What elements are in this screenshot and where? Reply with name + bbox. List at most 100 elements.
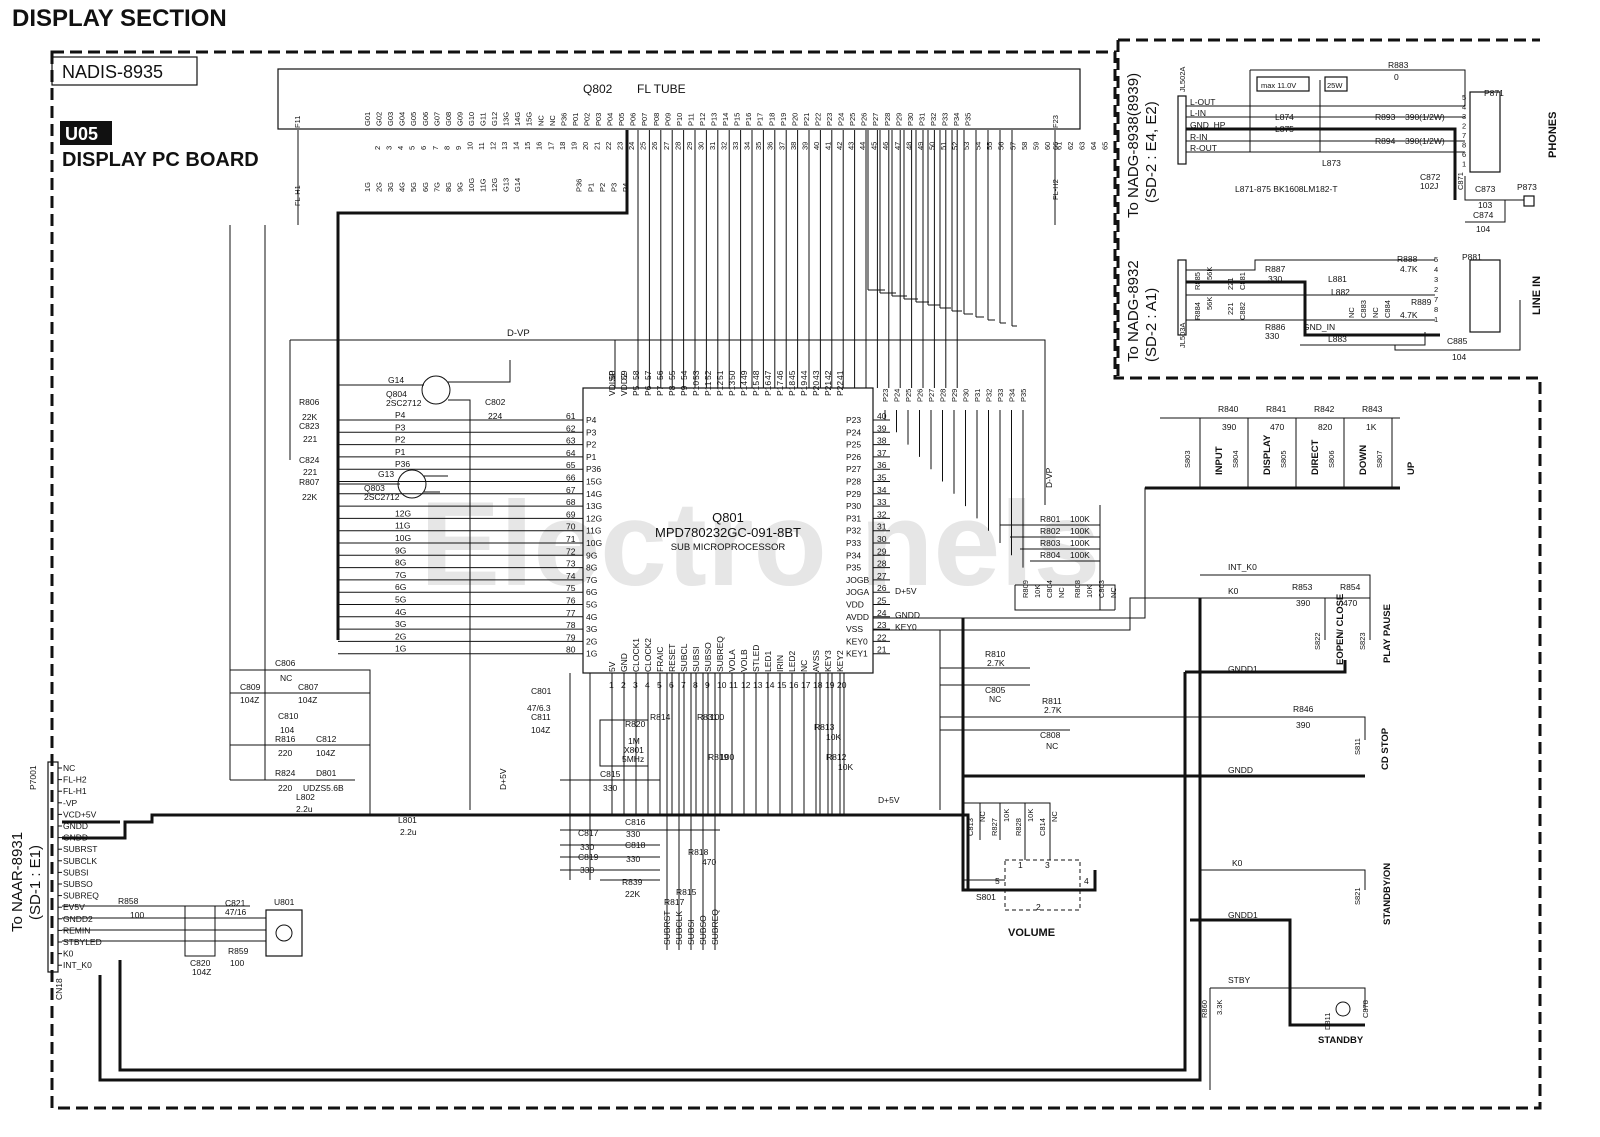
svg-text:221: 221 (1226, 277, 1235, 290)
mcu-right-pin-number: 22 (877, 632, 887, 642)
phones-jack-pin: 2 (1462, 122, 1466, 131)
mcu-bottom-pin-number: 14 (765, 680, 775, 690)
tube-pin-number: 6 (419, 146, 428, 150)
right-nets: INT_K0 K0 GNDD1 GNDD K0 GNDD1 STBY (1228, 562, 1258, 985)
mcu-bottom-pin: STLED (751, 645, 761, 672)
volume-switch[interactable] (1004, 859, 1081, 911)
connector-pin-label: VCD+5V (63, 809, 97, 819)
left-bus-label: 4G (395, 607, 406, 617)
tube-pin-number: 40 (812, 142, 821, 150)
svg-text:10K: 10K (1002, 809, 1011, 822)
right-bus-label: P24 (893, 389, 902, 402)
tube-pin-number: 35 (754, 142, 763, 150)
mcu-right-pin: P35 (846, 563, 861, 573)
u801-led-icon (275, 924, 293, 942)
switch-resistor-val: 470 (1270, 422, 1284, 432)
svg-text:R853: R853 (1292, 582, 1313, 592)
mcu-bottom-pin: AVSS (811, 650, 821, 672)
mcu-right-pin: JOGB (846, 575, 869, 585)
svg-text:10K: 10K (1085, 585, 1094, 598)
mcu-left-pin-number: 68 (566, 497, 576, 507)
tube-pin-label: NC (536, 115, 545, 126)
p873-terminal (1523, 195, 1535, 207)
svg-text:C813: C813 (966, 818, 975, 836)
svg-text:R859: R859 (228, 946, 249, 956)
tube-pin-label: P15 (733, 113, 742, 126)
tube-pin-number: 41 (823, 142, 832, 150)
tube-pin-number: 64 (1089, 142, 1098, 150)
mcu-bottom-pin-number: 20 (837, 680, 847, 690)
svg-text:C808: C808 (1040, 730, 1061, 740)
svg-text:PLAY PAUSE: PLAY PAUSE (1382, 604, 1393, 663)
switch-resistor-ref: R840 (1218, 404, 1239, 414)
tube-pin-number: 18 (558, 142, 567, 150)
mcu-bottom-pin: FRAIC (655, 647, 665, 673)
mcu-left-pin-number: 77 (566, 608, 576, 618)
svg-text:C817: C817 (578, 828, 599, 838)
svg-text:STANDBY/ON: STANDBY/ON (1382, 863, 1393, 925)
tube-pin-number: 60 (1043, 142, 1052, 150)
board-name: DISPLAY PC BOARD (62, 149, 259, 171)
svg-text:C823: C823 (299, 421, 320, 431)
tube-pin-label: F11 (293, 116, 302, 128)
svg-text:NC: NC (1347, 307, 1356, 318)
mcu-left-pin-number: 62 (566, 423, 576, 433)
tube-left-label: G14 (513, 178, 522, 192)
svg-text:R815: R815 (676, 887, 697, 897)
mcu-bottom-pin-number: 11 (729, 680, 738, 690)
tube-pin-number: 63 (1078, 142, 1087, 150)
tube-pin-number: 52 (951, 142, 960, 150)
linein-conn-body (1177, 259, 1187, 336)
tube-pin-number: 29 (685, 142, 694, 150)
tube-pin-number: 19 (569, 142, 578, 150)
svg-text:R888: R888 (1397, 254, 1418, 264)
mcu-right-pin-number: 39 (877, 423, 887, 433)
linein-jack-pin: 2 (1434, 285, 1438, 294)
mcu-left-pin-number: 80 (566, 645, 576, 655)
connector-pin-label: SUBSI (63, 867, 89, 877)
tube-pin-number: 34 (743, 142, 752, 150)
svg-text:2SC2712: 2SC2712 (386, 398, 422, 408)
u801-box (265, 909, 303, 957)
tube-pin-number: 42 (835, 142, 844, 150)
tube-pin-number: 8 (442, 146, 451, 150)
linein-jack-pin: 4 (1434, 265, 1438, 274)
mcu-left-pin-number: 79 (566, 632, 576, 642)
left-bus-label: P2 (395, 435, 406, 445)
svg-text:C820: C820 (190, 958, 211, 968)
phones-pin-label: R-OUT (1190, 143, 1217, 153)
phones-jack-pin: 6 (1462, 150, 1466, 159)
tube-left-label: P3 (609, 183, 618, 192)
svg-text:5MHz: 5MHz (622, 754, 644, 764)
tube-pin-label: P17 (756, 113, 765, 126)
tube-pin-number: 5 (408, 146, 417, 150)
svg-text:C806: C806 (275, 658, 296, 668)
svg-text:C883: C883 (1359, 300, 1368, 318)
mcu-right-pin-number: 21 (877, 645, 887, 655)
right-wires (1200, 574, 1371, 1090)
tube-pin-label: P03 (594, 113, 603, 126)
mcu-bottom-pin: SUBSO (703, 642, 713, 672)
svg-text:10K: 10K (826, 732, 841, 742)
svg-text:GNDD1: GNDD1 (1228, 910, 1258, 920)
svg-text:R817: R817 (664, 897, 685, 907)
phones-pin-label: R-IN (1190, 132, 1207, 142)
mcu-right-pin: P32 (846, 526, 861, 536)
tube-pin-label: P08 (652, 113, 661, 126)
mcu-bottom-pin-number: 12 (741, 680, 751, 690)
mcu-top-pin-number: 51 (715, 370, 725, 380)
mcu-ref: Q801 (712, 510, 744, 525)
switch-resistor-val: 820 (1318, 422, 1332, 432)
volume-pins: 5 1 3 4 2 (995, 860, 1089, 912)
left-bus-label: 5G (395, 595, 406, 605)
tube-left-label: 12G (490, 178, 499, 192)
tube-pin-label: P26 (860, 113, 869, 126)
mcu-left-pin: 12G (586, 513, 602, 523)
svg-text:S821: S821 (1353, 887, 1362, 905)
svg-text:104Z: 104Z (298, 695, 317, 705)
model-label: NADIS-8935 (62, 62, 163, 82)
mcu-bottom-pin: SUBSI (691, 646, 701, 672)
svg-text:4.7K: 4.7K (1400, 310, 1418, 320)
svg-text:R858: R858 (118, 896, 139, 906)
switch-resistor-val: 390 (1222, 422, 1236, 432)
